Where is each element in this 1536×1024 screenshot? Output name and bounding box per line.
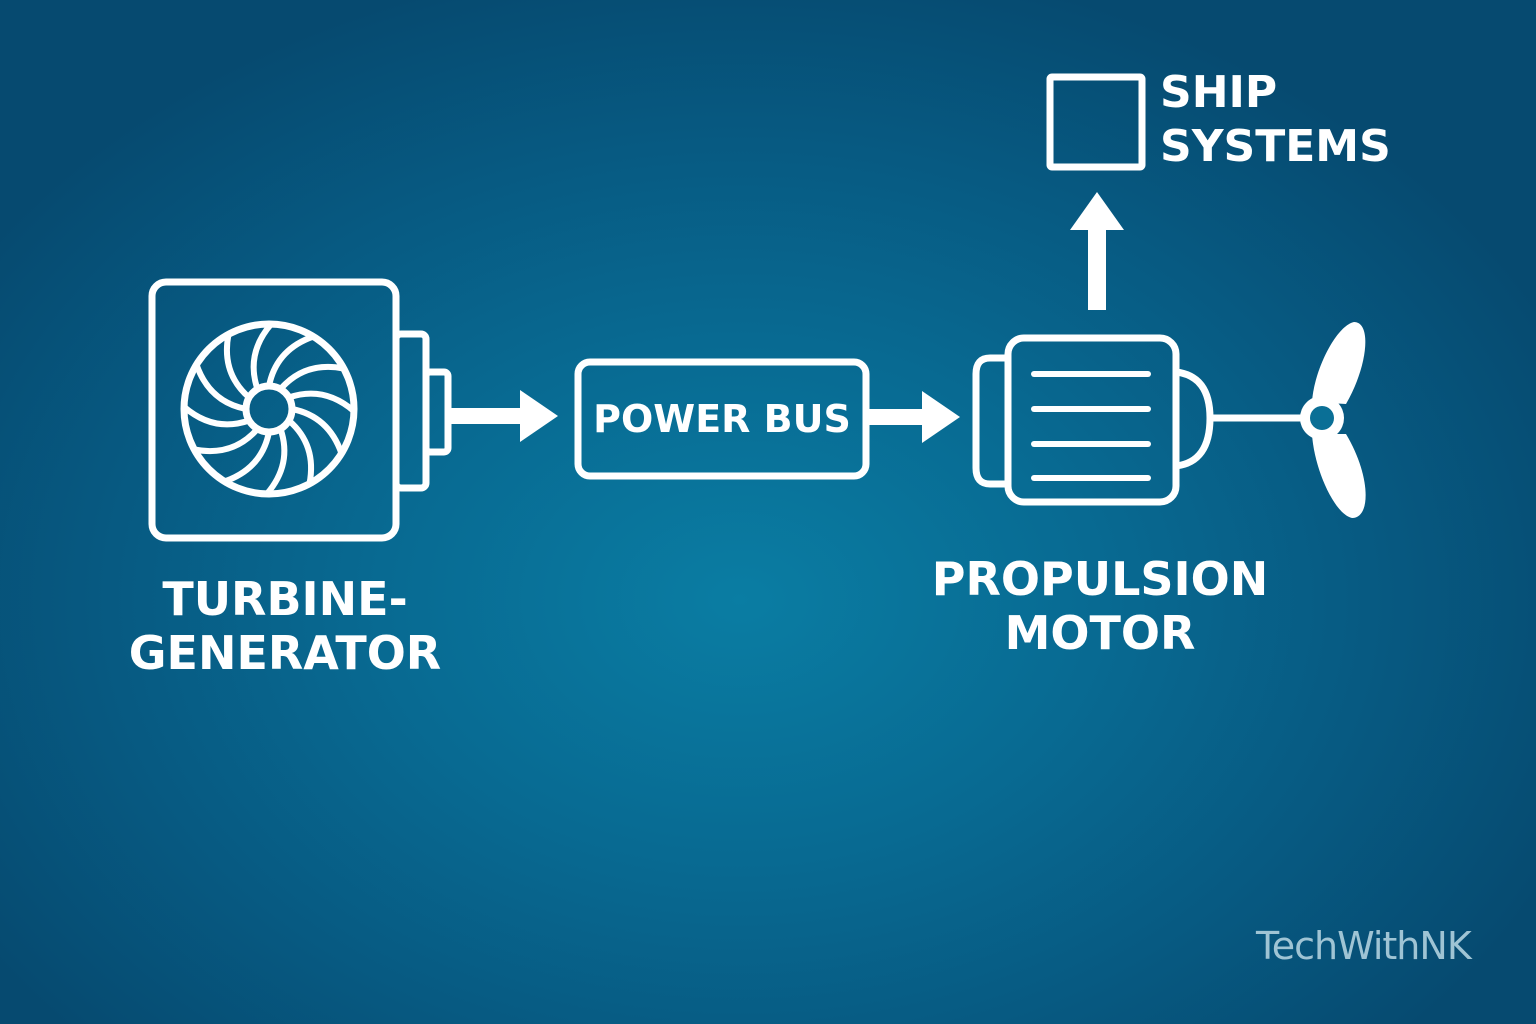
- turbine-generator-label: TURBINE- GENERATOR: [110, 572, 460, 681]
- watermark: TechWithNK: [1256, 924, 1472, 968]
- turbine-generator-label-line1: TURBINE-: [162, 572, 408, 626]
- ship-systems-square-icon: [1046, 73, 1146, 171]
- arrow-motor-to-ship-systems: [1070, 192, 1124, 310]
- turbine-blade: [223, 331, 253, 401]
- propulsion-motor-label-line2: MOTOR: [1004, 606, 1196, 661]
- turbine-blade: [250, 321, 275, 393]
- turbine-blade: [193, 361, 249, 412]
- turbine-blade: [285, 390, 357, 415]
- turbine-blade: [191, 425, 261, 455]
- turbine-blade: [277, 363, 347, 393]
- turbine-icon: [148, 278, 452, 542]
- turbine-blade: [285, 417, 315, 487]
- arrow-bus-to-motor: [866, 391, 960, 443]
- motor-icon: [972, 334, 1214, 506]
- propulsion-motor-label-line1: PROPULSION: [931, 552, 1269, 606]
- propeller-hub: [1310, 406, 1334, 430]
- ship-systems-label-line2: SYSTEMS: [1160, 120, 1391, 172]
- turbine-blade: [181, 403, 253, 428]
- ship-systems-label-line1: SHIP: [1160, 67, 1278, 118]
- arrow-turbine-to-bus: [448, 390, 558, 442]
- power-bus-label: POWER BUS: [593, 397, 851, 441]
- propulsion-motor-label: PROPULSION MOTOR: [920, 552, 1280, 661]
- turbine-blade: [263, 425, 288, 497]
- turbine-blade: [221, 429, 272, 485]
- turbine-generator-label-line2: GENERATOR: [128, 626, 442, 681]
- turbine-blade: [266, 333, 317, 389]
- turbine-blade: [289, 406, 345, 457]
- ship-systems-label: SHIP SYSTEMS: [1160, 66, 1391, 173]
